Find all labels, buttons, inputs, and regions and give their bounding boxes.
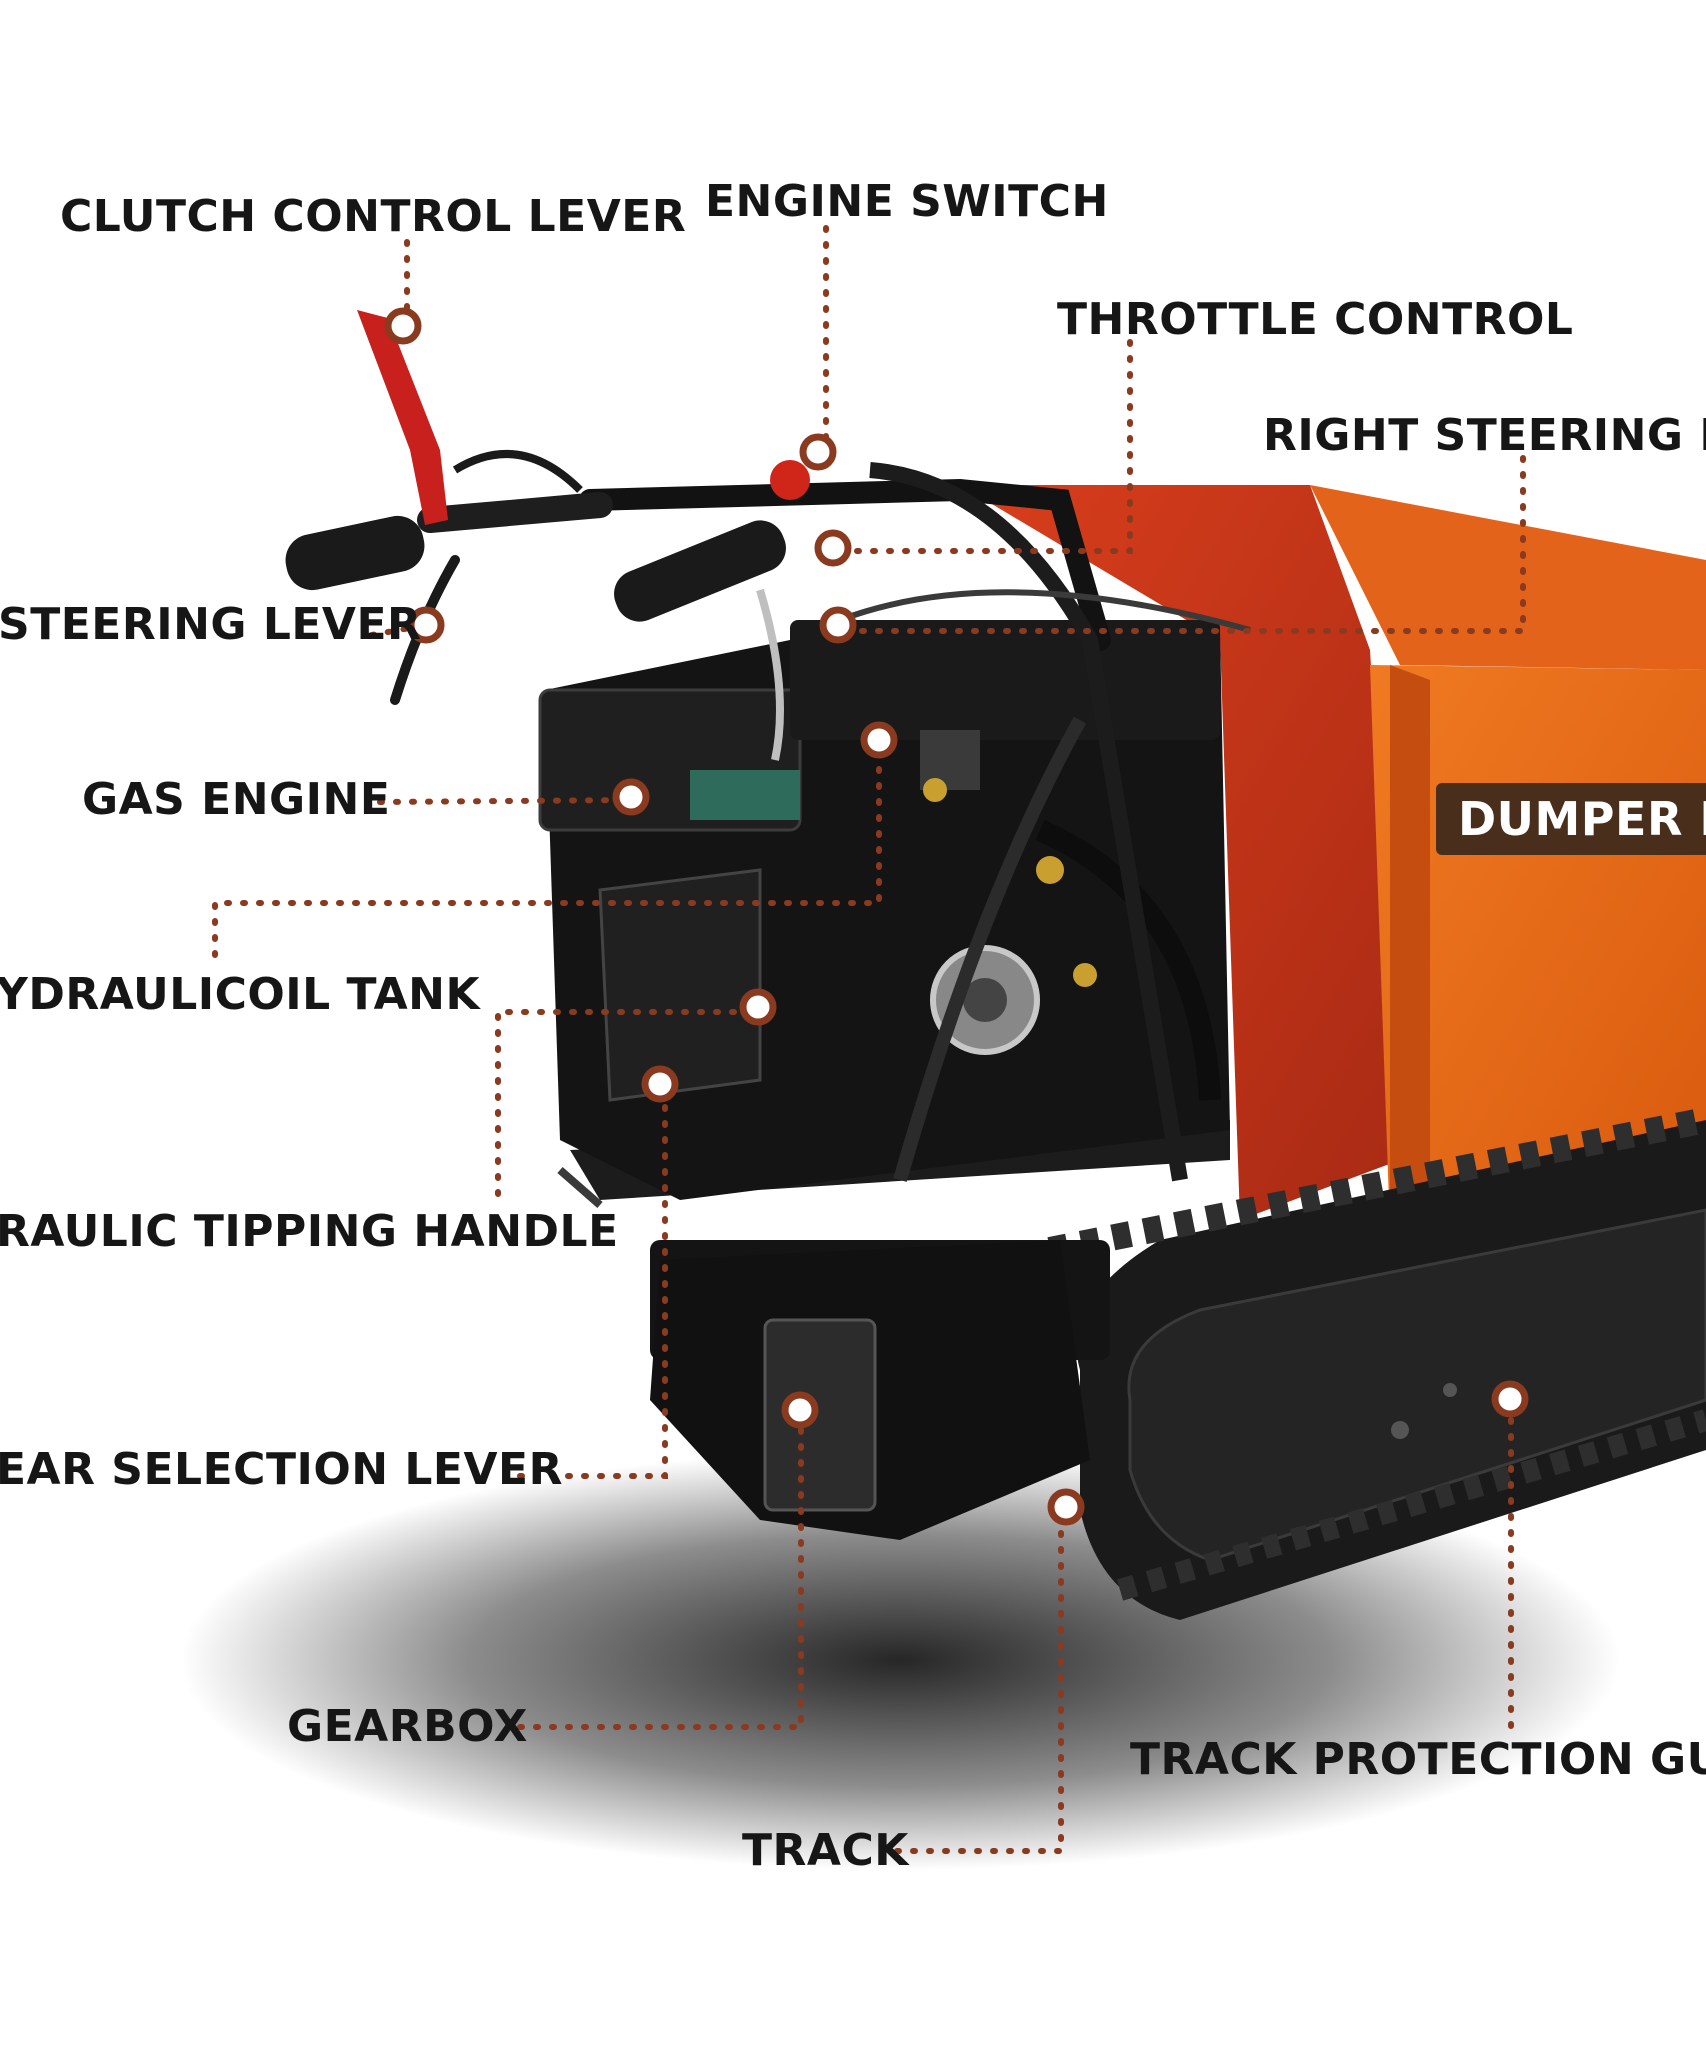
marker-gearbox [781, 1391, 819, 1429]
leader-gas-engine [377, 797, 634, 805]
engine-shape [538, 620, 1230, 1200]
label-track-protection-guard: TRACK PROTECTION GUA [1130, 1734, 1706, 1785]
label-engine-switch: ENGINE SWITCH [705, 176, 1109, 227]
red-engine-switch-cap [770, 460, 810, 500]
red-clutch-lever-shape [357, 310, 448, 525]
leader-hydraulic-tank [212, 747, 882, 958]
leader-gearbox [517, 1409, 804, 1730]
label-clutch-control-lever: CLUTCH CONTROL LEVER [60, 191, 687, 242]
track-shape [1047, 1107, 1706, 1620]
label-left-steering-lever: STEERING LEVER [0, 599, 422, 650]
leader-gear-selection [517, 1081, 668, 1479]
marker-right-steering [819, 606, 857, 644]
marker-engine-switch [799, 433, 837, 471]
marker-tipping-handle [739, 988, 777, 1026]
marker-track-guard [1491, 1380, 1529, 1418]
label-throttle-control: THROTTLE CONTROL [1057, 294, 1574, 345]
label-right-steering-lever: RIGHT STEERING LEVER [1263, 410, 1706, 461]
marker-gas-engine [612, 778, 650, 816]
leader-right-steering [838, 455, 1526, 634]
label-hydraulic-oil-tank: YDRAULICOIL TANK [0, 969, 481, 1020]
label-gas-engine: GAS ENGINE [82, 774, 391, 825]
marker-track [1047, 1488, 1085, 1526]
dumper-box-badge: DUMPER BOX [1436, 783, 1706, 855]
handlebar-shape [285, 450, 1251, 1182]
callout-markers [384, 307, 1529, 1526]
label-track: TRACK [742, 1825, 909, 1876]
label-hydraulic-tipping-handle: RAULIC TIPPING HANDLE [0, 1206, 619, 1257]
leader-track [894, 1504, 1064, 1854]
leader-throttle [830, 339, 1133, 554]
marker-left-steering [407, 606, 445, 644]
leader-lines [212, 225, 1526, 1854]
marker-clutch [384, 307, 422, 345]
marker-gear-selection [641, 1065, 679, 1103]
marker-throttle [814, 529, 852, 567]
label-gear-selection-lever: EAR SELECTION LEVER [0, 1444, 563, 1495]
label-gearbox: GEARBOX [287, 1701, 528, 1752]
leader-tipping-handle [495, 1009, 762, 1197]
marker-hydraulic-tank [860, 721, 898, 759]
